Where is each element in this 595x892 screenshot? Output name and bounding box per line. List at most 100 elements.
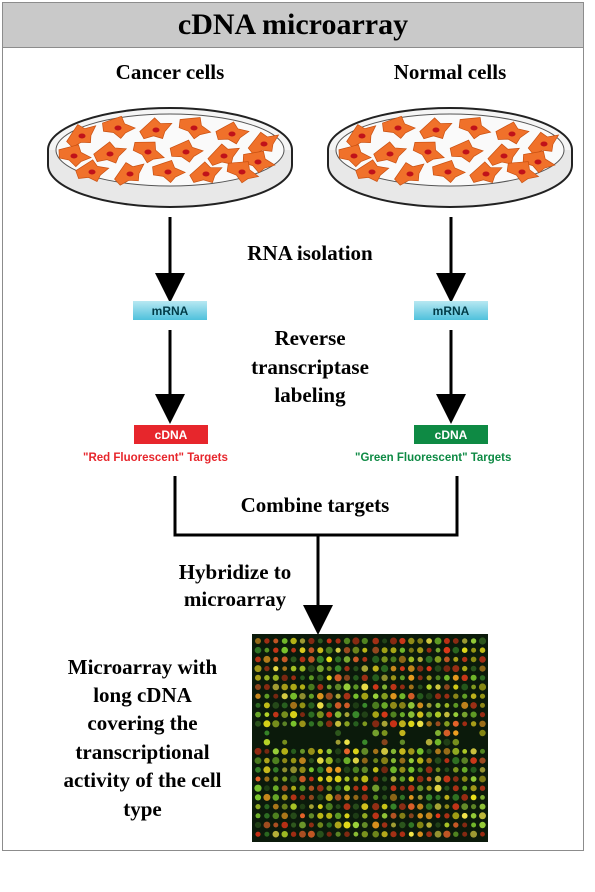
microarray-spot [399,739,406,745]
microarray-spot [434,775,442,783]
microarray-spot [453,822,459,828]
microarray-spot [480,795,485,800]
microarray-spot [326,675,332,681]
microarray-spot [452,720,459,727]
microarray-spot [461,757,468,764]
microarray-spot [352,637,360,645]
microarray-spot [425,738,433,746]
microarray-spot [263,793,271,801]
microarray-spot [452,638,459,644]
microarray-spot [417,665,424,672]
microarray-spot [343,785,351,792]
microarray-spot [281,638,288,644]
microarray-spot [255,831,261,837]
microarray-spot [417,767,423,773]
microarray-spot [461,794,469,801]
microarray-spot [399,647,406,653]
microarray-spot [326,831,332,837]
microarray-spot [299,794,306,801]
microarray-spot [390,758,397,764]
microarray-spot [452,776,459,782]
microarray-spot [281,693,288,700]
microarray-spot [272,674,279,681]
microarray-spot [325,720,333,728]
microarray-spot [299,720,306,728]
nucleus-icon [394,125,402,131]
microarray-spot [479,693,486,699]
microarray-spot [453,684,459,690]
microarray-spot [470,711,477,718]
microarray-spot [444,721,450,727]
microarray-spot [408,831,414,837]
microarray-spot [452,803,460,810]
microarray-spot [381,730,388,736]
microarray-spot [343,656,351,663]
microarray-spot [361,692,369,700]
microarray-spot [353,721,359,727]
microarray-spot [452,674,459,681]
microarray-spot [361,822,368,828]
microarray-spot [462,693,468,699]
microarray-spot [391,822,396,828]
microarray-spot [343,674,351,681]
microarray-spot [443,665,451,672]
microarray-spot [372,821,380,829]
microarray-spot [479,812,486,820]
microarray-spot [352,646,360,654]
nucleus-icon [386,151,394,157]
nucleus-icon [424,149,432,155]
microarray-spot [254,665,262,673]
microarray-image [252,634,488,842]
microarray-spot [382,794,388,800]
microarray-spot [264,813,270,819]
microarray-spot [480,831,485,837]
microarray-spot [309,804,314,809]
microarray-spot [308,785,315,791]
microarray-spot [417,638,424,644]
microarray-spot [381,803,388,810]
microarray-spot [317,674,324,681]
microarray-spot [408,692,415,700]
microarray-spot [316,830,324,838]
microarray-spot [281,803,288,810]
microarray-spot [453,712,459,718]
microarray-spot [299,775,306,783]
microarray-spot [372,693,379,699]
microarray-spot [417,831,423,837]
reverse-transcriptase-line1: Reverse [274,326,346,350]
microarray-spot [390,776,397,782]
microarray-spot [290,757,297,764]
microarray-spot [353,785,359,791]
microarray-spot [353,831,359,837]
microarray-spot [408,758,414,764]
microarray-spot [435,647,441,653]
microarray-spot [444,684,450,690]
microarray-spot [325,803,333,811]
nucleus-icon [106,151,114,157]
microarray-spot [452,665,460,673]
microarray-spot [326,684,332,690]
microarray-spot [443,775,451,783]
microarray-spot [425,812,433,820]
microarray-spot [317,748,323,754]
microarray-spot [281,794,288,801]
microarray-spot [308,711,315,718]
microarray-spot [343,647,351,654]
microarray-spot [352,812,359,819]
nucleus-icon [406,171,414,177]
microarray-spot [443,830,451,838]
microarray-spot [435,748,441,755]
microarray-spot [381,692,388,700]
microarray-spot [282,758,288,764]
microarray-spot [399,729,406,737]
microarray-spot [462,785,468,791]
microarray-spot [299,656,306,663]
microarray-spot [308,702,315,709]
microarray-spot [290,701,298,709]
microarray-spot [408,785,415,792]
microarray-spot [334,665,342,672]
microarray-spot [399,684,405,690]
nucleus-icon [190,125,198,131]
left-mrna-box: mRNA [133,301,207,320]
microarray-spot [300,675,305,681]
